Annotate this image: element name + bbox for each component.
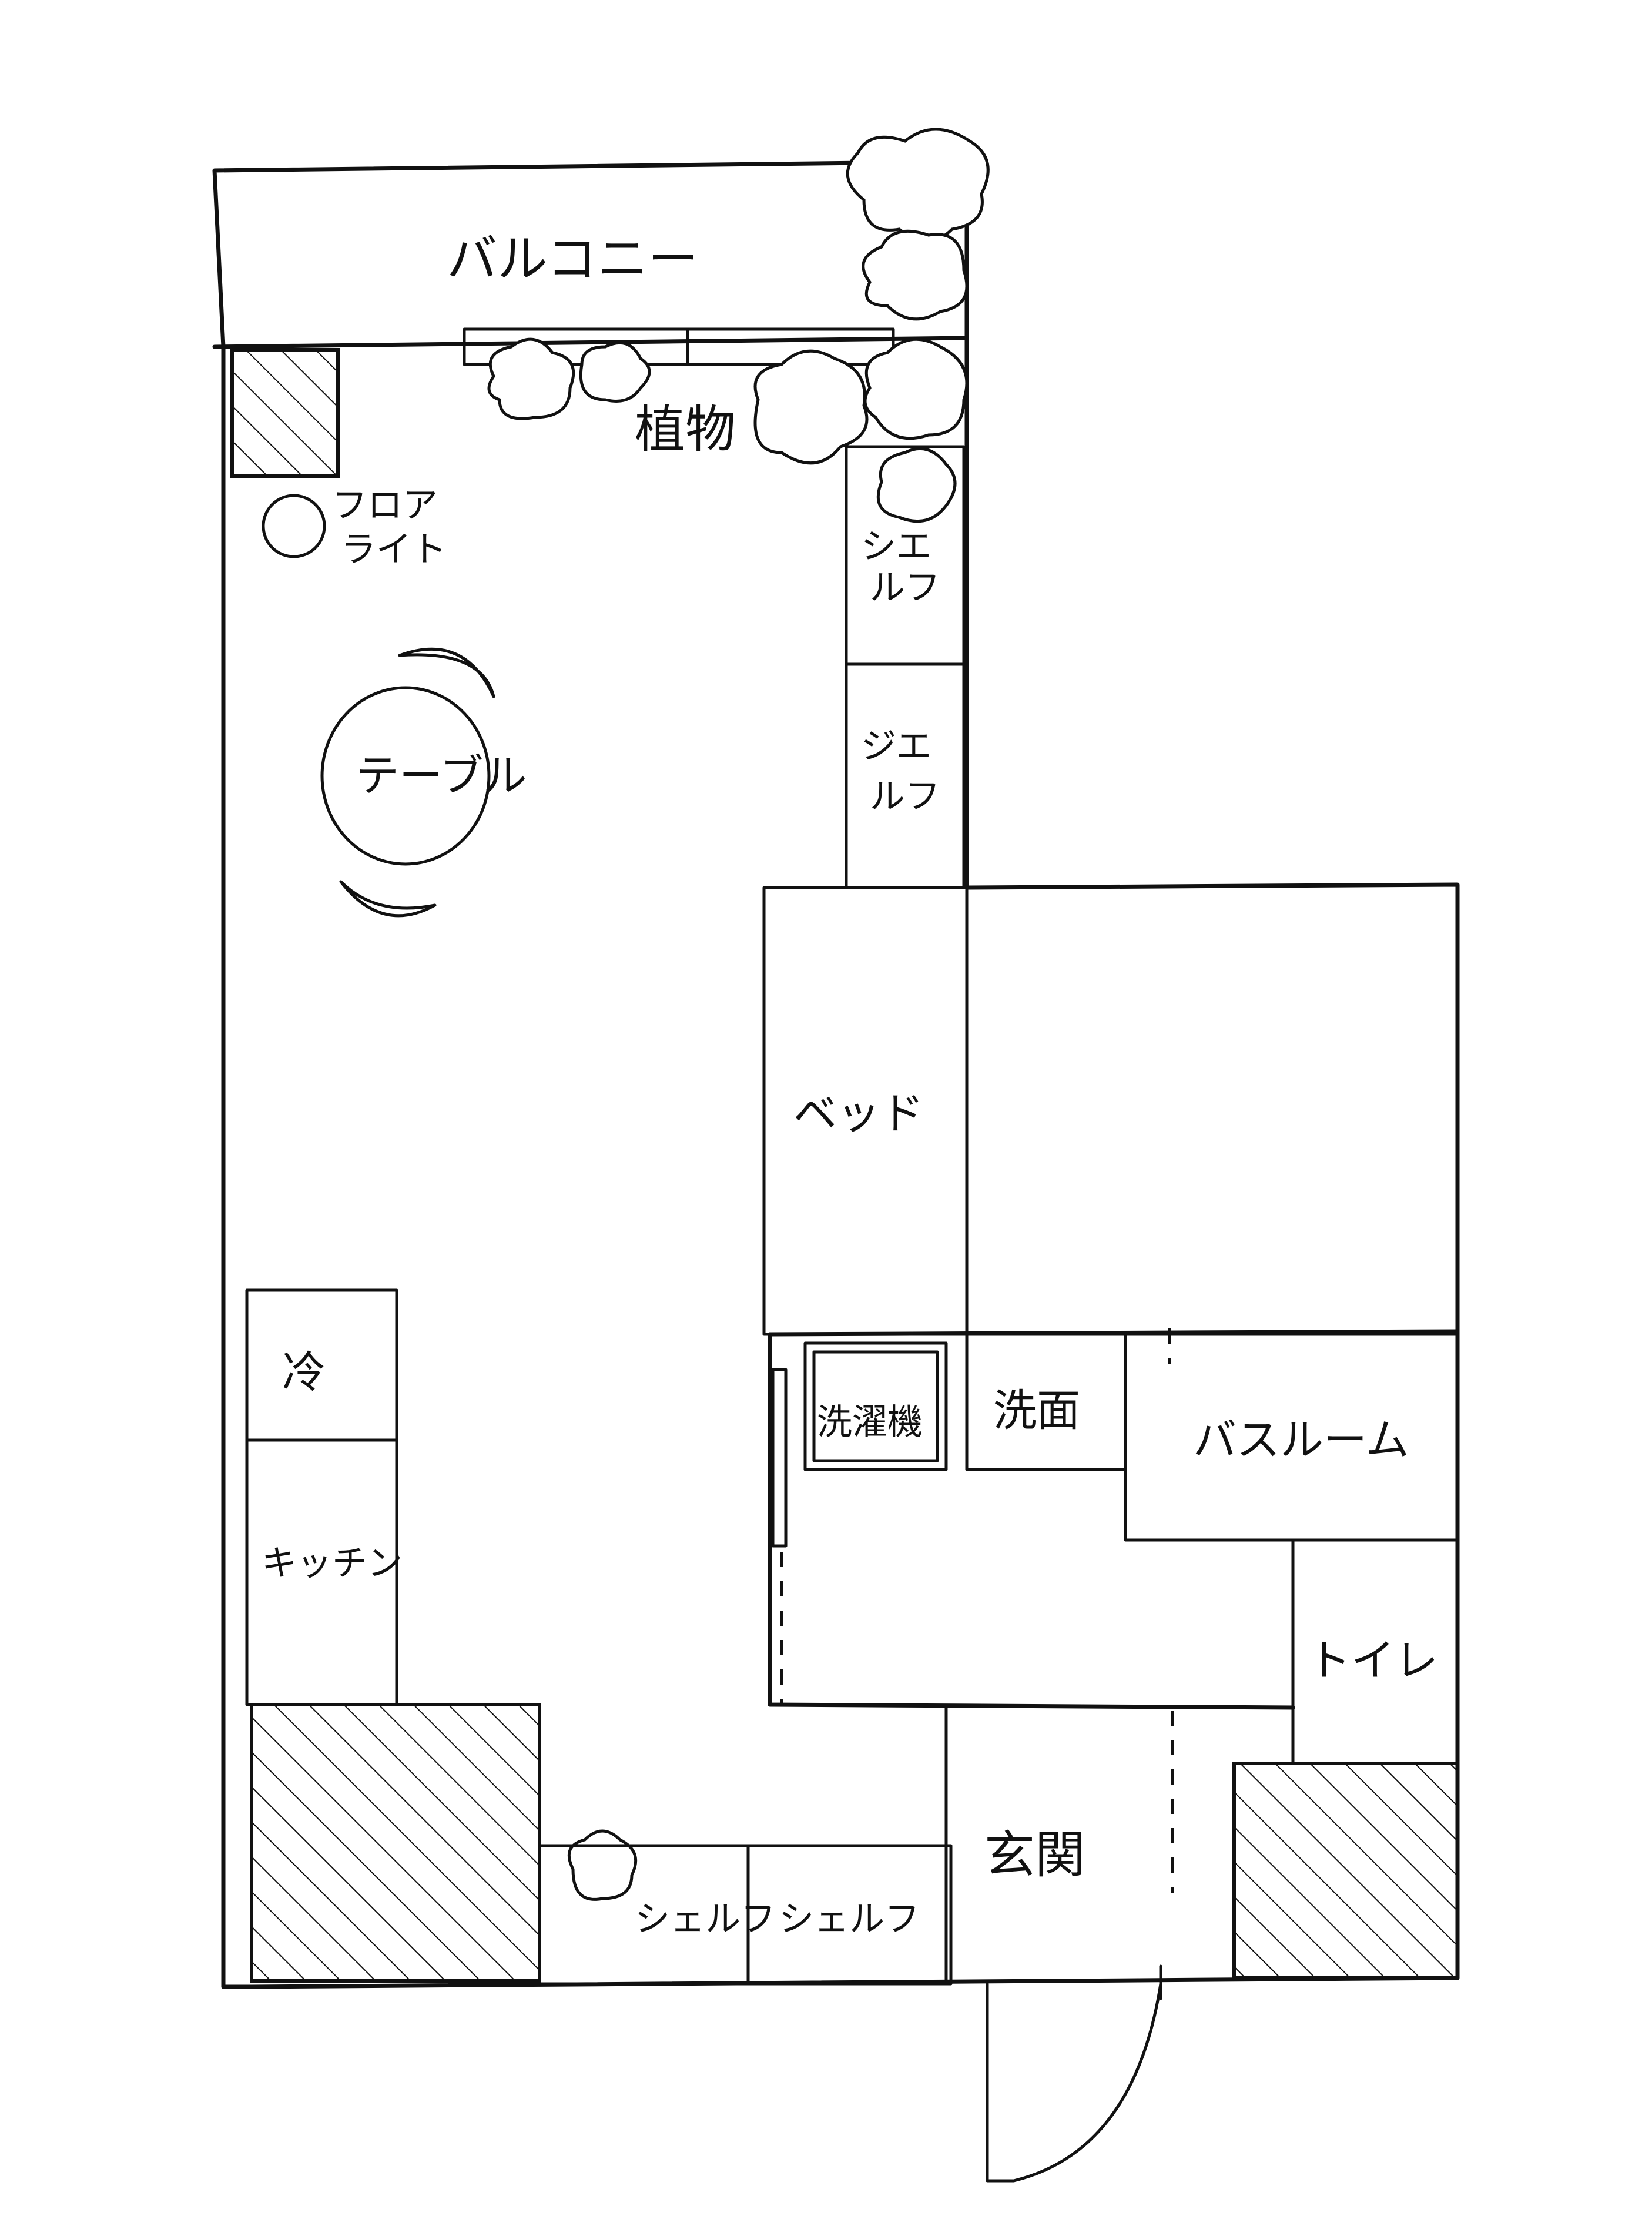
fridge-label: 冷 (282, 1347, 326, 1398)
toilet-label: トイレ (1308, 1635, 1438, 1686)
washing-machine (803, 1341, 948, 1471)
bed-label: ベッド (793, 1089, 924, 1139)
table-label: テーブル (356, 751, 527, 801)
floor-light-label-1: フロア (332, 485, 438, 526)
door-swing-icon (986, 1964, 1162, 2183)
column-top-left (230, 348, 340, 478)
chair-icon (398, 647, 495, 698)
bathroom-label: バスルーム (1193, 1415, 1409, 1465)
floor-light-icon (262, 494, 326, 558)
chair-icon (339, 880, 437, 918)
column-bottom-right (1232, 1762, 1459, 1980)
shelf-middle-label-2: ルフ (870, 776, 940, 817)
shelf-bottom-left-label: シェルフ (635, 1899, 776, 1940)
washing-machine-label: 洗濯機 (817, 1402, 923, 1443)
shelf-top-label-2: ルフ (870, 567, 940, 608)
shelf-bottom-right (746, 1844, 953, 1986)
washbasin-label: 洗面 (993, 1385, 1080, 1436)
dining-table (320, 647, 495, 918)
shelf-bottom-right-label: シェルフ (779, 1899, 920, 1940)
kitchen-label: キッチン (262, 1543, 403, 1584)
entrance (944, 1706, 1174, 1986)
balcony-label: バルコニー (447, 230, 698, 289)
column-bottom-left (250, 1703, 541, 1983)
balcony: バルコニー (447, 230, 698, 289)
shelf-top-label-1: シエ (861, 526, 931, 567)
plant-icon (487, 128, 990, 1901)
entrance-label: 玄関 (984, 1826, 1085, 1884)
plants-label: 植物 (635, 400, 736, 459)
floor-light-label-2: ライト (341, 529, 447, 570)
shelf-middle-label-1: ジエ (861, 726, 931, 767)
